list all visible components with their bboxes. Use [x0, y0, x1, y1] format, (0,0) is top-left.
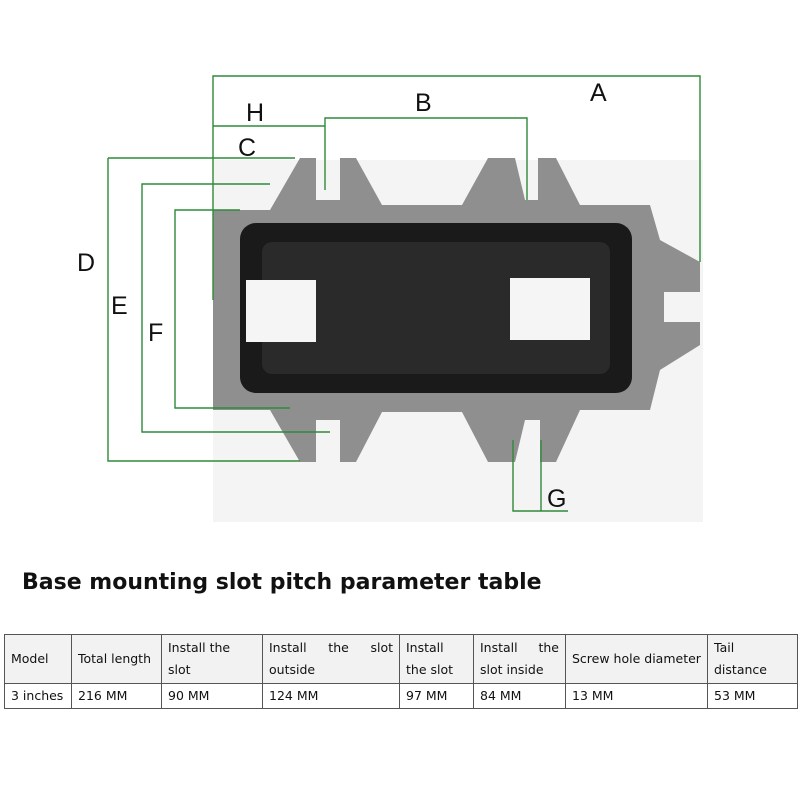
parameter-table: Model Total length Install the slot Inst… [4, 634, 798, 709]
label-d: D [77, 249, 95, 277]
dim-line-d [107, 158, 300, 462]
label-a: A [590, 79, 607, 107]
label-e: E [111, 292, 128, 320]
header-install-slot: Install the slot [161, 634, 263, 684]
cell-install-slot-2: 97 MM [399, 683, 474, 709]
cell-tail-distance: 53 MM [707, 683, 798, 709]
dim-line-b [324, 117, 528, 200]
header-screw-hole-diameter: Screw hole diameter [565, 634, 708, 684]
header-install-slot-2: Install the slot [399, 634, 474, 684]
cell-model: 3 inches [4, 683, 72, 709]
header-tail-distance: Tail distance [707, 634, 798, 684]
cell-install-slot-inside: 84 MM [473, 683, 566, 709]
label-b: B [415, 89, 432, 117]
left-insert [246, 280, 316, 342]
table-row: 3 inches 216 MM 90 MM 124 MM 97 MM 84 MM… [4, 683, 798, 709]
dimension-lines [107, 75, 701, 512]
header-install-slot-inside: Install the slot inside [473, 634, 566, 684]
dim-line-a [212, 75, 701, 300]
dimension-diagram: A B H C D E F G [77, 75, 703, 522]
label-h: H [246, 99, 264, 127]
right-insert [510, 278, 590, 340]
label-c: C [238, 134, 256, 162]
slot-inner [262, 242, 610, 374]
cell-total-length: 216 MM [71, 683, 162, 709]
dim-line-f [174, 209, 290, 409]
header-total-length: Total length [71, 634, 162, 684]
cell-install-slot: 90 MM [161, 683, 263, 709]
table-header-row: Model Total length Install the slot Inst… [4, 634, 798, 684]
header-model: Model [4, 634, 72, 684]
header-install-slot-outside: Install the slot outside [262, 634, 400, 684]
dim-line-g [512, 440, 568, 512]
label-g: G [547, 485, 566, 513]
label-f: F [148, 319, 163, 347]
cell-install-slot-outside: 124 MM [262, 683, 400, 709]
dim-line-e [141, 183, 330, 433]
table-title: Base mounting slot pitch parameter table [22, 570, 542, 595]
cell-screw-hole-diameter: 13 MM [565, 683, 708, 709]
